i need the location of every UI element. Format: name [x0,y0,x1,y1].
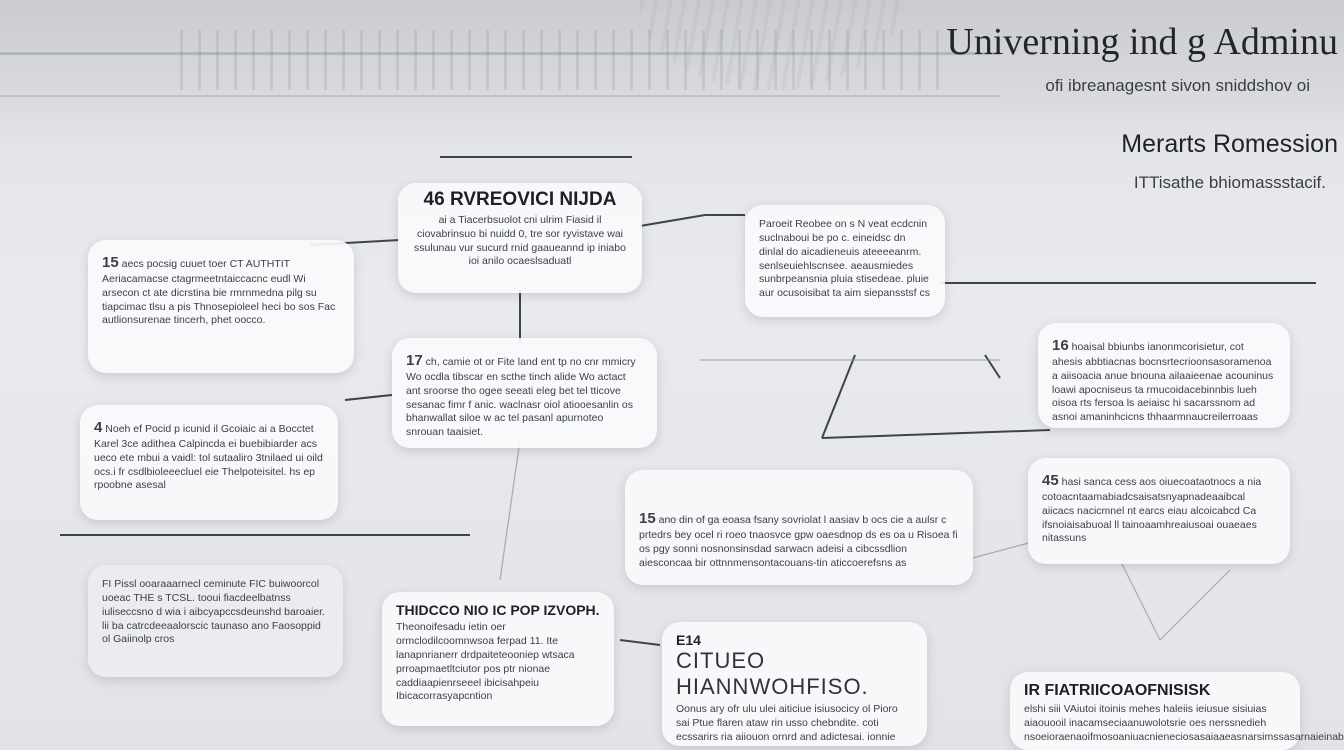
connector-to-right-1 [821,429,1051,439]
node-left-1[interactable]: 15 aecs pocsig cuuet toer CT AUTHTIT Aer… [88,240,354,373]
node-left-2-number: 4 [94,419,103,436]
node-left-1-body: 15 aecs pocsig cuuet toer CT AUTHTIT Aer… [102,253,340,328]
central-node-heading: 46 RVREOVICI NIJDA [412,189,628,211]
node-center-bottom[interactable]: 15 ano din of ga eoasa fsany sovriolat l… [625,470,973,585]
node-bottom-center[interactable]: E14 CITUEO HIANNWOHFISO. Oonus ary ofr u… [662,622,927,746]
node-center-bottom-body: 15 ano din of ga eoasa fsany sovriolat l… [639,509,959,570]
central-node-title: RVREOVICI NIJDA [449,189,617,210]
background-rail-top [0,52,1000,55]
node-right-2-number: 45 [1042,472,1059,489]
node-top-right-body: Paroeit Reobee on s N veat ecdcnin sucln… [759,218,930,300]
node-right-2-body: 45 hasi sanca cess aos oiuecoataotnocs a… [1042,471,1276,546]
node-right-1[interactable]: 16 hoaisal bbiunbs ianonmcorisietur, cot… [1038,323,1290,428]
connector-arrow [984,354,1001,379]
node-left-1-number: 15 [102,254,119,271]
node-left-3-body: FI Pissl ooaraaarnecl ceminute FIC buiwo… [102,578,325,646]
node-bottom-center-number: E14 [676,632,701,648]
node-bottom-right-heading-row: IR FIATRIICOAOFNISISK [1024,682,1286,700]
node-bottom-left-heading: THIDCCO NIO IC POP IZVOPH. [396,602,600,618]
node-right-2-text: hasi sanca cess aos oiuecoataotnocs a ni… [1042,476,1262,545]
node-bottom-right[interactable]: IR FIATRIICOAOFNISISK elshi siii VAiutoi… [1010,672,1344,750]
node-mid-1[interactable]: 17 ch, camie ot or Fite land ent tp no c… [392,338,657,448]
node-right-1-number: 16 [1052,337,1069,354]
node-center-bottom-number: 15 [639,510,656,527]
node-bottom-left[interactable]: THIDCCO NIO IC POP IZVOPH. Theonoifesadu… [382,592,614,726]
page-subtitle: ofi ibreanagesnt sivon sniddshov oi [1045,76,1310,95]
connector-thin-1 [499,439,521,581]
node-mid-1-text: ch, camie ot or Fite land ent tp no cnr … [406,356,636,439]
connector-bottom-center [619,639,661,646]
section-subtitle: ITTisathe bhiomassstacif. [1133,173,1326,192]
node-mid-1-number: 17 [406,352,423,369]
central-node-number: 46 [423,189,445,210]
central-node[interactable]: 46 RVREOVICI NIJDA ai a Tiacerbsuolot cn… [398,183,642,293]
connector-thin-4 [1159,569,1231,641]
connector-central-right [639,214,706,227]
central-node-body: ai a Tiacerbsuolot cni ulrim Fiasid il c… [414,213,626,268]
node-left-2[interactable]: 4 Noeh ef Pocid p icunid il Gcoiaic ai a… [80,405,338,520]
connector-diagonal [821,354,856,439]
background-banner [0,0,1344,150]
node-bottom-left-body: Theonoifesadu ietin oer ormclodilcoomnws… [396,621,575,703]
node-right-1-body: 16 hoaisal bbiunbs ianonmcorisietur, cot… [1052,336,1276,425]
node-bottom-right-number: IR [1024,682,1040,699]
node-left-3[interactable]: FI Pissl ooaraaarnecl ceminute FIC buiwo… [88,565,343,677]
node-bottom-center-heading: CITUEO HIANNWOHFISO. [676,648,869,700]
node-bottom-right-body: elshi siii VAiutoi itoinis mehes haleiis… [1024,703,1344,744]
background-rail-bottom [0,95,1000,97]
node-right-1-text: hoaisal bbiunbs ianonmcorisietur, cot ah… [1052,341,1274,424]
connector-thin-2 [964,539,1041,561]
page-title: Univerning ind g Adminu [946,21,1338,63]
node-mid-1-body: 17 ch, camie ot or Fite land ent tp no c… [406,351,643,440]
node-center-bottom-text: ano din of ga eoasa fsany sovriolat l aa… [639,514,958,569]
node-left-2-body: 4 Noeh ef Pocid p icunid il Gcoiaic ai a… [94,418,324,493]
background-building-windows [180,30,940,90]
node-left-1-text: aecs pocsig cuuet toer CT AUTHTIT Aeriac… [102,258,336,327]
node-left-2-text: Noeh ef Pocid p icunid il Gcoiaic ai a B… [94,423,323,492]
connector-mid-left [344,394,393,401]
section-title: Merarts Romession [1121,130,1338,158]
node-top-right[interactable]: Paroeit Reobee on s N veat ecdcnin sucln… [745,205,945,317]
node-bottom-center-body: Oonus ary ofr ulu ulei aiticiue isiusoci… [676,703,898,743]
node-bottom-right-heading: FIATRIICOAOFNISISK [1044,682,1211,699]
node-right-2[interactable]: 45 hasi sanca cess aos oiuecoataotnocs a… [1028,458,1290,564]
